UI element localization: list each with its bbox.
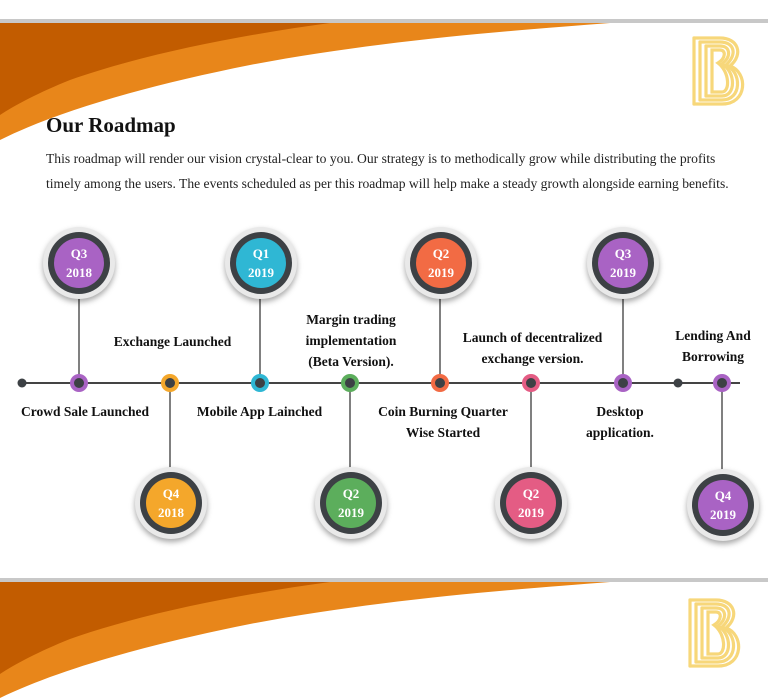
milestone-node-center <box>74 378 84 388</box>
timeline-start-dot <box>17 378 27 388</box>
milestone-quarter: Q4 <box>162 486 180 501</box>
header-decoration <box>0 0 768 150</box>
milestone-quarter: Q3 <box>70 246 88 261</box>
milestone-node-center <box>526 378 536 388</box>
milestone-quarter: Q2 <box>432 246 450 261</box>
milestone-year: 2019 <box>610 265 636 280</box>
brand-logo-icon <box>684 594 750 677</box>
milestone-circle-q2-2019-a: Q2 2019 <box>315 467 387 539</box>
milestone-circle-q4-2019: Q4 2019 <box>687 469 759 541</box>
milestone-label: Margin trading implementation (Beta Vers… <box>305 312 397 369</box>
milestone-label: Desktop application. <box>586 404 654 440</box>
brand-logo-icon <box>688 32 754 115</box>
footer-decoration <box>0 576 768 698</box>
milestone-year: 2019 <box>710 507 736 522</box>
milestone-node-center <box>255 378 265 388</box>
milestone-label: Exchange Launched <box>113 334 232 349</box>
page-title: Our Roadmap <box>46 113 176 137</box>
milestone-label: Lending And Borrowing <box>675 328 751 364</box>
milestone-circle-q2-2019-b: Q2 2019 <box>405 227 477 299</box>
timeline-end-dot <box>673 378 683 388</box>
milestone-circle-q3-2018: Q3 2018 <box>43 227 115 299</box>
milestone-label: Crowd Sale Launched <box>20 404 150 419</box>
milestone-circle-q3-2019: Q3 2019 <box>587 227 659 299</box>
milestone-year: 2018 <box>66 265 92 280</box>
milestone-year: 2019 <box>428 265 454 280</box>
milestone-node-center <box>717 378 727 388</box>
milestone-year: 2019 <box>338 505 364 520</box>
milestone-year: 2019 <box>248 265 274 280</box>
milestone-circle-q2-2019-c: Q2 2019 <box>495 467 567 539</box>
milestone-quarter: Q2 <box>522 486 540 501</box>
milestone-node-center <box>345 378 355 388</box>
milestone-node-center <box>618 378 628 388</box>
milestone-node-center <box>165 378 175 388</box>
milestone-label: Coin Burning Quarter Wise Started <box>378 404 508 440</box>
intro-paragraph: This roadmap will render our vision crys… <box>46 151 729 191</box>
milestone-label: Launch of decentralized exchange version… <box>462 330 603 366</box>
milestone-quarter: Q1 <box>252 246 270 261</box>
milestone-label: Mobile App Lainched <box>196 404 323 419</box>
milestone-quarter: Q4 <box>714 488 732 503</box>
milestone-circle-q1-2019: Q1 2019 <box>225 227 297 299</box>
milestone-year: 2019 <box>518 505 544 520</box>
milestone-circle-q4-2018: Q4 2018 <box>135 467 207 539</box>
milestone-quarter: Q2 <box>342 486 360 501</box>
milestone-year: 2018 <box>158 505 184 520</box>
milestone-quarter: Q3 <box>614 246 632 261</box>
milestone-node-center <box>435 378 445 388</box>
